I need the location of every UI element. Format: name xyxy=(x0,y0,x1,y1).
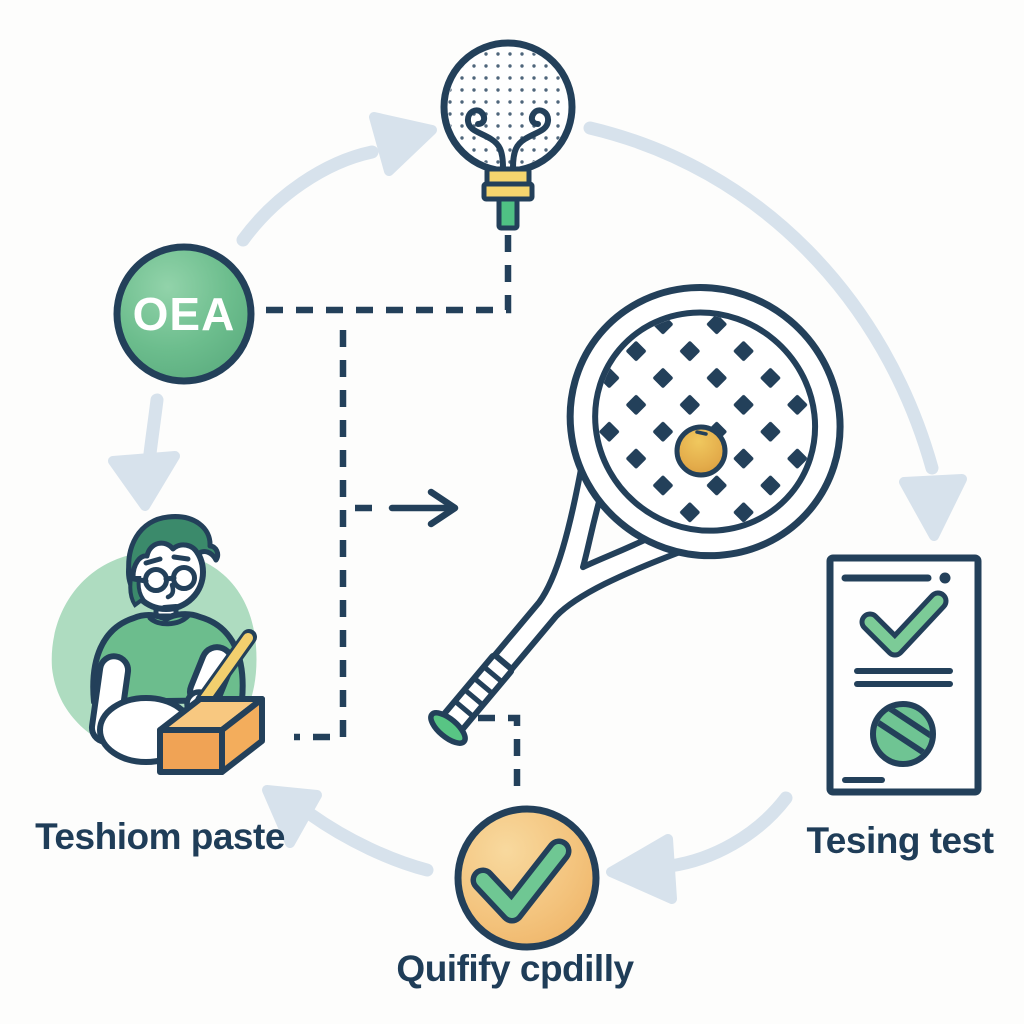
ball-icon xyxy=(674,424,728,478)
mouth xyxy=(162,604,178,609)
racket-throat xyxy=(490,459,690,674)
collar xyxy=(147,613,191,627)
arrow-bulb-to-report-icon xyxy=(583,121,967,541)
arrow-badge-to-craftsman-icon xyxy=(108,393,180,511)
grip-wraps xyxy=(453,664,504,719)
craftsman-illustration xyxy=(51,514,265,775)
hair xyxy=(126,514,221,583)
arrow-approval-to-craftsman-icon xyxy=(262,785,434,877)
connector-racket-to-approval xyxy=(478,714,521,792)
oea-badge: OEA xyxy=(113,243,255,385)
racket-strings xyxy=(598,315,813,528)
badge-label: OEA xyxy=(133,288,236,340)
racket-lightbulb-icon xyxy=(440,39,576,231)
racket-butt-cap xyxy=(428,710,468,746)
nose xyxy=(165,582,176,600)
sideburn xyxy=(128,576,146,608)
arrow-report-to-approval-icon xyxy=(606,791,793,904)
document-text-lines xyxy=(854,668,953,687)
eyebrows xyxy=(143,554,191,566)
connector-badge-to-craftsman xyxy=(294,330,347,741)
approval-check-icon xyxy=(454,805,600,951)
document-stamp-icon xyxy=(870,701,936,767)
connector-badge-to-bulb xyxy=(266,230,512,314)
craftsman-caption: Teshiom paste xyxy=(35,816,285,857)
checklist-document-icon xyxy=(826,554,982,796)
document-checkmark-icon xyxy=(859,590,949,658)
workbox-icon xyxy=(157,696,265,775)
approval-caption: Quifify cpdilly xyxy=(396,948,634,989)
arrow-badge-to-bulb-icon xyxy=(236,112,437,247)
dashed-connectors xyxy=(266,230,521,792)
solid-arrow-to-racket-icon xyxy=(388,488,459,528)
flow-arrows xyxy=(108,112,967,904)
pencil-icon xyxy=(195,629,257,709)
report-caption: Tesing test xyxy=(806,820,994,861)
racket-ball-illustration xyxy=(428,283,844,746)
ball-stem xyxy=(695,430,708,436)
glasses-icon xyxy=(131,565,197,593)
